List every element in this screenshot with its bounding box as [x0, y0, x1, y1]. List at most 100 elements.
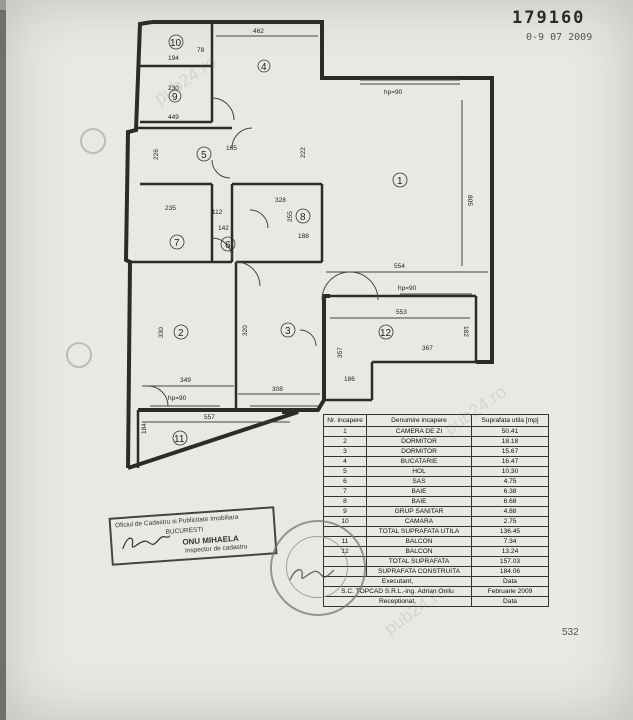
room-label-5: 5: [196, 146, 212, 162]
dim-805: 805: [466, 195, 473, 206]
dim-449: 449: [168, 114, 179, 121]
registration-date: 0-9 07 2009: [526, 32, 593, 43]
svg-text:10: 10: [170, 38, 182, 49]
cell-name: DORMITOR: [366, 436, 472, 447]
company-seal-icon: [270, 520, 366, 616]
svg-text:2: 2: [178, 328, 184, 339]
dim-186: 186: [344, 376, 355, 383]
cell-area: 18.18: [471, 436, 549, 447]
page-note: 532: [562, 627, 579, 638]
cell-area: 136.45: [471, 526, 549, 537]
cadastre-stamp: Oficiul de Cadastru si Publicitate Imobi…: [108, 506, 278, 566]
cell-area: 50.41: [471, 426, 549, 437]
room-label-10: 10: [168, 34, 184, 50]
cell-name: HOL: [366, 466, 472, 477]
surface-area-table: Nr. incapere Denumire incapere Suprafata…: [323, 414, 549, 607]
dim-184: 184: [141, 423, 148, 434]
dim-357: 357: [337, 347, 344, 358]
cell-area: 6.68: [471, 496, 549, 507]
cell-nr: 2: [323, 436, 367, 447]
dim-330: 330: [158, 327, 165, 338]
cell-area: 13.24: [471, 546, 549, 557]
room-label-11: 11: [172, 430, 188, 446]
seal-signature-icon: [289, 569, 335, 581]
svg-text:8: 8: [300, 212, 306, 223]
cell-nr: 4: [323, 456, 367, 467]
cell-name: BALCON: [366, 536, 472, 547]
punch-hole-icon: [80, 128, 106, 154]
dim-308: 308: [272, 386, 283, 393]
dim-222: 222: [300, 147, 307, 158]
cell-name: BAIE: [366, 496, 472, 507]
dim-557: 557: [204, 414, 215, 421]
data-label-2: Data: [471, 596, 549, 607]
cell-nr: 1: [323, 426, 367, 437]
dim-367: 367: [422, 345, 433, 352]
svg-text:5: 5: [201, 150, 207, 161]
svg-text:3: 3: [285, 326, 291, 337]
registration-number: 179160: [512, 8, 586, 28]
cell-nr: 5: [323, 466, 367, 477]
col-header-area: Suprafata utila [mp]: [471, 414, 549, 427]
dim-112: 112: [212, 209, 223, 216]
svg-text:12: 12: [380, 328, 392, 339]
outer-wall-west: [123, 20, 153, 469]
dim-462: 462: [253, 28, 264, 35]
room-label-7: 7: [169, 234, 185, 250]
data-value: Februarie 2009: [471, 586, 549, 597]
cell-nr: 9: [323, 506, 367, 517]
dim-188: 188: [298, 233, 309, 240]
door-label: hp=90: [168, 395, 187, 402]
seal-inner-ring: [286, 536, 348, 598]
svg-text:7: 7: [174, 238, 180, 249]
room-label-9: 9: [168, 89, 182, 103]
cell-name: BUCATARIE: [366, 456, 472, 467]
cell-area: 7.34: [471, 536, 549, 547]
cell-area: 184.06: [471, 566, 549, 577]
svg-text:11: 11: [174, 434, 185, 445]
dim-554: 554: [394, 263, 405, 270]
cell-area: 15.67: [471, 446, 549, 457]
cell-area: 6.38: [471, 486, 549, 497]
col-header-nr: Nr. incapere: [323, 414, 367, 427]
dim-165: 165: [226, 145, 237, 152]
cell-name: CAMERA DE ZI: [366, 426, 472, 437]
cell-nr: 8: [323, 496, 367, 507]
room-label-3: 3: [280, 322, 296, 338]
dim-194: 194: [168, 55, 179, 62]
cell-area: 4.88: [471, 506, 549, 517]
dim-78: 78: [197, 47, 205, 54]
dim-142: 142: [218, 225, 229, 232]
svg-text:9: 9: [172, 92, 178, 103]
signature-icon: [122, 535, 171, 550]
cell-name: SAS: [366, 476, 472, 487]
room-label-6: 6: [220, 236, 236, 252]
cell-nr: 6: [323, 476, 367, 487]
door-label: hp=90: [398, 285, 417, 292]
cell-area: 16.47: [471, 456, 549, 467]
dim-182: 182: [462, 326, 469, 337]
svg-text:6: 6: [225, 240, 231, 251]
cell-area: 10.30: [471, 466, 549, 477]
cell-name: GRUP SANITAR: [366, 506, 472, 517]
svg-text:1: 1: [397, 176, 403, 187]
dim-328: 328: [275, 197, 286, 204]
dim-553: 553: [396, 309, 407, 316]
cell-name: CAMARA: [366, 516, 472, 527]
room-label-2: 2: [173, 324, 189, 340]
punch-hole-icon: [66, 342, 92, 368]
cell-area: 157.03: [471, 556, 549, 567]
cell-name: BAIE: [366, 486, 472, 497]
wall-south: [138, 294, 330, 412]
